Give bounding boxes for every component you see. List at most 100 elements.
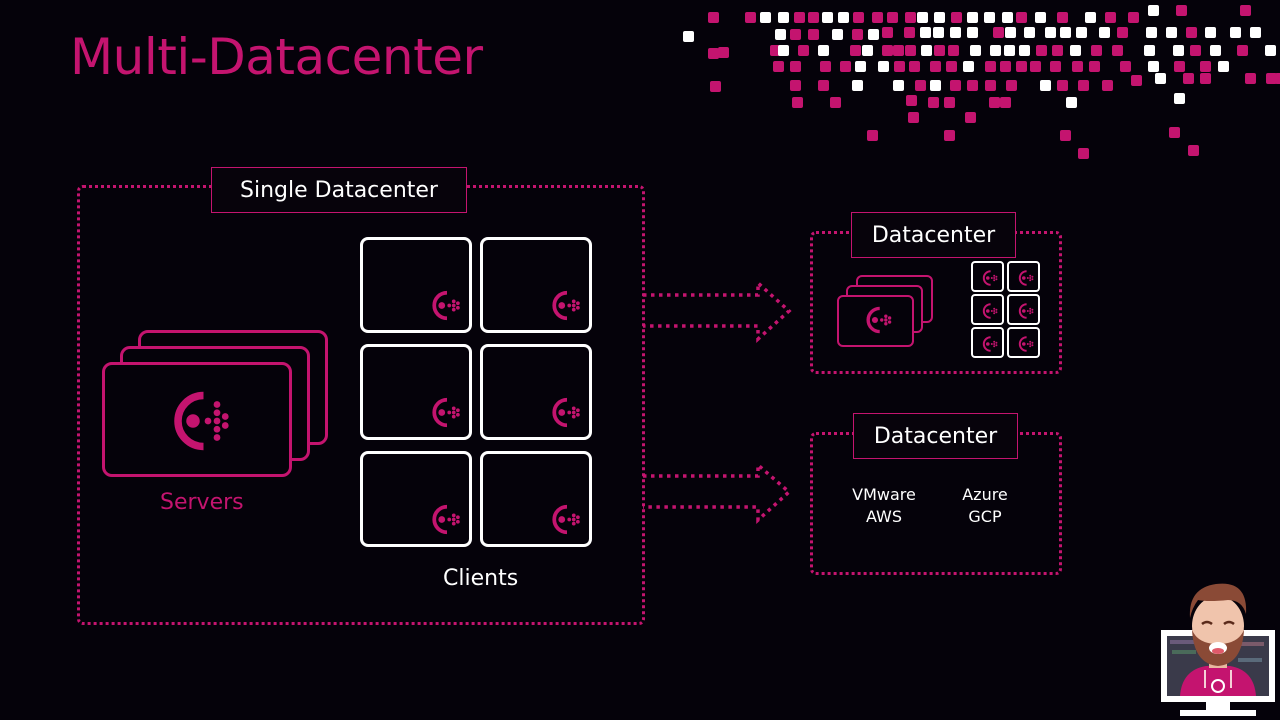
decorative-pixel [934, 45, 945, 56]
decorative-pixel [882, 45, 893, 56]
decorative-pixel [904, 27, 915, 38]
decorative-pixel [1019, 45, 1030, 56]
decorative-pixel [905, 45, 916, 56]
single-datacenter-label: Single Datacenter [211, 167, 467, 213]
decorative-pixel [905, 12, 916, 23]
decorative-pixel [790, 61, 801, 72]
decorative-pixel [1057, 80, 1068, 91]
decorative-pixel [1120, 61, 1131, 72]
consul-logo-icon [432, 504, 460, 535]
client-card [971, 261, 1004, 292]
decorative-pixel [906, 95, 917, 106]
decorative-pixel [965, 112, 976, 123]
decorative-pixel [1105, 12, 1116, 23]
decorative-pixel [1066, 97, 1077, 108]
single-datacenter-label-text: Single Datacenter [240, 177, 438, 203]
platform-gcp: GCP [968, 507, 1002, 526]
decorative-pixel [930, 80, 941, 91]
decorative-pixel [970, 45, 981, 56]
platform-azure: Azure [962, 485, 1008, 504]
decorative-pixel [1200, 73, 1211, 84]
decorative-pixel [1218, 61, 1229, 72]
decorative-pixel [1045, 27, 1056, 38]
consul-logo-icon [1018, 336, 1034, 352]
platform-list-left: VMware AWS [844, 484, 924, 528]
decorative-pixel [917, 12, 928, 23]
decorative-pixel [1186, 27, 1197, 38]
decorative-pixel [1210, 45, 1221, 56]
servers-label: Servers [160, 490, 244, 515]
dotted-arrow-icon [643, 279, 792, 343]
client-card [480, 344, 592, 440]
decorative-pixel [1166, 27, 1177, 38]
decorative-pixel [1169, 127, 1180, 138]
dotted-arrow-icon [643, 461, 792, 524]
decorative-pixel [1240, 5, 1251, 16]
client-card [971, 294, 1004, 325]
client-card [360, 451, 472, 547]
decorative-pixel [993, 27, 1004, 38]
decorative-pixel [1128, 12, 1139, 23]
decorative-pixel [852, 29, 863, 40]
decorative-pixel [1112, 45, 1123, 56]
decorative-pixel [1085, 12, 1096, 23]
decorative-pixel [950, 27, 961, 38]
decorative-pixel [908, 112, 919, 123]
decorative-pixel [872, 12, 883, 23]
decorative-pixel [1078, 148, 1089, 159]
decorative-pixel [778, 12, 789, 23]
decorative-pixel [951, 12, 962, 23]
decorative-pixel [1188, 145, 1199, 156]
consul-logo-icon [866, 306, 892, 334]
decorative-pixel [1183, 73, 1194, 84]
decorative-pixel [830, 97, 841, 108]
decorative-pixel [822, 12, 833, 23]
decorative-pixel [1250, 27, 1261, 38]
decorative-pixel [808, 29, 819, 40]
decorative-pixel [852, 80, 863, 91]
decorative-pixel [920, 27, 931, 38]
decorative-pixel [1155, 73, 1166, 84]
client-card [360, 237, 472, 333]
decorative-pixel [775, 29, 786, 40]
decorative-pixel [1070, 45, 1081, 56]
remote-datacenter-label: Datacenter [851, 212, 1016, 258]
consul-logo-icon [174, 391, 229, 451]
decorative-pixel [989, 97, 1000, 108]
decorative-pixel [773, 61, 784, 72]
decorative-pixel [1078, 80, 1089, 91]
decorative-pixel [838, 12, 849, 23]
decorative-pixel [1176, 5, 1187, 16]
decorative-pixel [710, 81, 721, 92]
consul-logo-icon [552, 397, 580, 428]
consul-logo-icon [1018, 303, 1034, 319]
decorative-pixel [1036, 45, 1047, 56]
decorative-pixel [967, 12, 978, 23]
decorative-pixel [990, 45, 1001, 56]
decorative-pixel [1265, 45, 1276, 56]
decorative-pixel [967, 80, 978, 91]
decorative-pixel [984, 12, 995, 23]
decorative-pixel [1091, 45, 1102, 56]
clients-label: Clients [443, 566, 519, 591]
decorative-pixel [1174, 93, 1185, 104]
decorative-pixel [1016, 12, 1027, 23]
client-card [480, 451, 592, 547]
platform-aws: AWS [865, 507, 903, 526]
decorative-pixel [909, 61, 920, 72]
decorative-pixel [882, 27, 893, 38]
decorative-pixel [1035, 12, 1046, 23]
client-card [1007, 294, 1040, 325]
decorative-pixel [855, 61, 866, 72]
decorative-pixel [944, 97, 955, 108]
decorative-pixel [798, 45, 809, 56]
decorative-pixel [867, 130, 878, 141]
consul-logo-icon [982, 270, 998, 286]
decorative-pixel [1076, 27, 1087, 38]
decorative-pixel [794, 12, 805, 23]
decorative-pixel [1052, 45, 1063, 56]
platform-vmware: VMware [852, 485, 916, 504]
decorative-pixel [934, 12, 945, 23]
decorative-pixel [1040, 80, 1051, 91]
decorative-pixel [915, 80, 926, 91]
